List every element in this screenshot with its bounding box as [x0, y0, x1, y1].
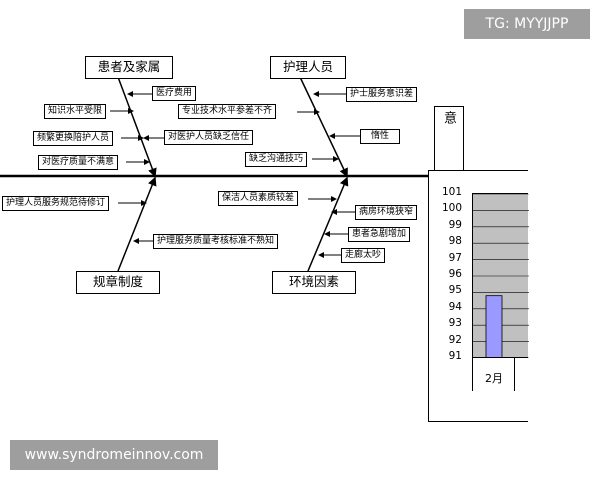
category-patients: 患者及家属: [85, 56, 173, 79]
tg-badge: TG: MYYJJPP: [464, 9, 590, 39]
category-nurses: 护理人员: [270, 56, 346, 79]
y-tick-label: 97: [448, 251, 462, 264]
cause-unsatisfied-quality: 对医疗质量不满意: [38, 155, 119, 170]
cause-patient-surge: 患者急剧增加: [348, 227, 411, 242]
y-tick-label: 92: [448, 333, 462, 346]
cause-service-norms: 护理人员服务规范待修订: [2, 196, 110, 211]
cause-assessment-standard: 护理服务质量考核标准不熟知: [153, 234, 279, 249]
site-badge: www.syndromeinnov.com: [10, 440, 218, 470]
x-axis-separator: [514, 357, 515, 391]
x-axis-line: [472, 357, 528, 358]
y-tick-label: 101: [441, 186, 462, 198]
cause-skill-uneven: 专业技术水平参差不齐: [178, 104, 277, 119]
x-tick-label: 2月: [485, 372, 503, 385]
category-environment: 环境因素: [272, 271, 356, 294]
bone-nurses: [299, 76, 348, 178]
bone-patients: [117, 76, 157, 178]
bar-0: [485, 295, 503, 358]
cause-frequent-caregiver: 频繁更换陪护人员: [33, 131, 114, 146]
cause-noisy-corridor: 走廊太吵: [341, 248, 386, 263]
y-axis-extension: [472, 357, 473, 391]
cause-laziness: 惰性: [360, 129, 400, 144]
y-tick-label: 98: [448, 235, 462, 248]
cause-crowded-ward: 病房环境狭窄: [355, 205, 418, 220]
fish-head-label: 患者满意: [441, 111, 456, 130]
cause-knowledge-limited: 知识水平受限: [44, 104, 107, 119]
cause-medical-cost: 医疗费用: [152, 86, 197, 101]
cause-distrust-nurses: 对医护人员缺乏信任: [164, 130, 254, 145]
bone-environment: [307, 176, 349, 272]
cause-nurse-service-awareness: 护士服务意识差: [346, 87, 418, 102]
y-tick-label: 96: [448, 268, 462, 280]
cause-lack-communication: 缺乏沟通技巧: [245, 152, 308, 167]
cause-cleaner-quality: 保洁人员素质较差: [218, 191, 299, 206]
fish-head-label-box: 患者满意: [434, 106, 464, 171]
y-tick-label: 91: [448, 350, 462, 362]
bone-rules: [117, 176, 157, 272]
y-tick-label: 94: [448, 300, 462, 313]
category-rules: 规章制度: [76, 271, 160, 294]
y-tick-label: 93: [448, 317, 462, 330]
y-tick-label: 95: [448, 284, 462, 297]
y-tick-label: 99: [448, 218, 462, 231]
y-tick-label: 100: [441, 202, 462, 215]
chart-plot-area: [472, 193, 529, 358]
